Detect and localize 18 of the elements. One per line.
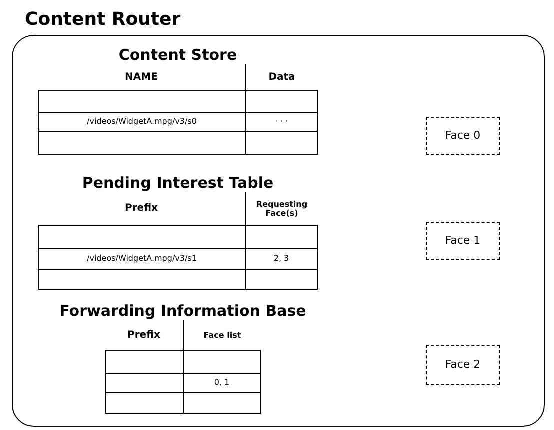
table-title: Forwarding Information Base <box>60 302 306 320</box>
column-header: Requesting Face(s) <box>255 200 309 218</box>
router-label: Content Router <box>25 9 181 30</box>
cell-text: /videos/WidgetA.mpg/v3/s1 <box>87 253 197 265</box>
cell-text: 0, 1 <box>214 377 230 389</box>
table-title: Pending Interest Table <box>82 174 274 192</box>
table-title: Content Store <box>118 46 238 64</box>
cell-text: · · · <box>275 116 288 128</box>
face-box: Face 2 <box>426 345 500 385</box>
column-header: Prefix <box>128 330 160 340</box>
cell-text: 2, 3 <box>274 253 290 265</box>
cell-text: /videos/WidgetA.mpg/v3/s0 <box>87 116 197 128</box>
column-header: Data <box>268 72 296 82</box>
column-header: NAME <box>125 72 158 82</box>
face-box: Face 0 <box>426 117 500 155</box>
column-header: Face list <box>202 330 242 340</box>
column-header: Prefix <box>125 203 158 214</box>
face-box: Face 1 <box>426 222 500 260</box>
